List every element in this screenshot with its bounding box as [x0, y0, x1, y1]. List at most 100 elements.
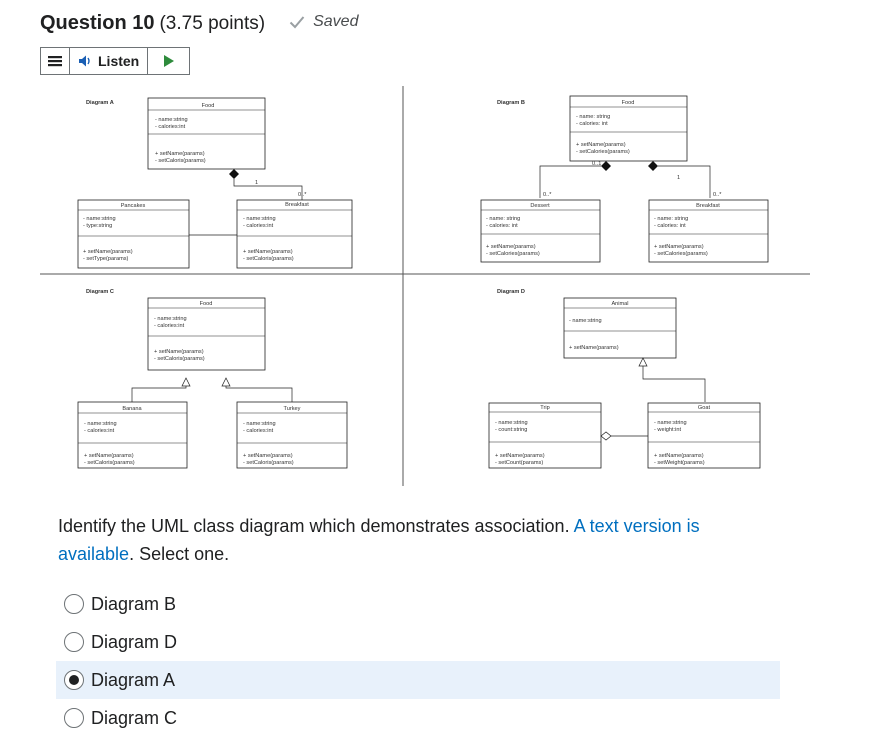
option-diagram-d[interactable]: Diagram D: [56, 623, 780, 661]
operation: + setName(params): [486, 244, 536, 250]
question-header: Question 10 (3.75 points) Saved: [40, 12, 358, 35]
diagram-b-label: Diagram B: [497, 100, 525, 106]
operation: - setCaloris(params): [155, 158, 206, 164]
operation: + setName(params): [83, 249, 133, 255]
class-name: Pancakes: [121, 203, 146, 209]
play-button[interactable]: [148, 48, 189, 74]
diagram-d: Diagram D Animal - name:string + setName…: [488, 289, 761, 469]
class-name: Banana: [122, 406, 142, 412]
radio-button[interactable]: [64, 594, 84, 614]
diagram-c: Diagram C Food - name:string - calories:…: [77, 289, 348, 469]
diagram-d-label: Diagram D: [497, 289, 525, 295]
operation: - setCaloris(params): [84, 460, 135, 466]
attribute: - type:string: [83, 223, 112, 229]
answer-options: Diagram B Diagram D Diagram A Diagram C: [56, 585, 780, 737]
attribute: - name:string: [569, 318, 602, 324]
option-label[interactable]: Diagram C: [91, 707, 178, 728]
question-points: (3.75 points): [159, 13, 266, 34]
question-prompt: Identify the UML class diagram which dem…: [58, 512, 778, 568]
attribute: - calories:int: [243, 223, 274, 229]
operation: - setWeight(params): [654, 460, 705, 466]
attribute: - weight:int: [654, 427, 681, 433]
operation: + setName(params): [654, 453, 704, 459]
attribute: - calories: int: [654, 223, 686, 229]
operation: + setName(params): [155, 151, 205, 157]
attribute: - calories: int: [576, 121, 608, 127]
attribute: - name: string: [486, 216, 520, 222]
multiplicity: 1: [677, 175, 680, 181]
class-name: Dessert: [530, 203, 550, 209]
diagram-a-label: Diagram A: [86, 100, 114, 106]
class-name: Food: [200, 301, 213, 307]
option-label[interactable]: Diagram D: [91, 631, 178, 652]
listen-toolbar: Listen: [40, 47, 190, 75]
operation: + setName(params): [654, 244, 704, 250]
operation: - setCaloris(params): [154, 356, 205, 362]
attribute: - calories:int: [155, 124, 186, 130]
option-label[interactable]: Diagram A: [91, 669, 176, 690]
attribute: - name: string: [576, 114, 610, 120]
operation: + setName(params): [243, 453, 293, 459]
option-diagram-b[interactable]: Diagram B: [56, 585, 780, 623]
diagram-a: Diagram A Food - name:string - calories:…: [77, 97, 353, 269]
operation: + setName(params): [154, 349, 204, 355]
multiplicity: 1: [255, 180, 258, 186]
attribute: - name:string: [243, 216, 276, 222]
class-name: Breakfast: [285, 202, 309, 208]
play-icon: [163, 55, 174, 67]
option-diagram-a[interactable]: Diagram A: [56, 661, 780, 699]
attribute: - name:string: [83, 216, 116, 222]
class-name: Turkey: [284, 406, 301, 412]
class-name: Trip: [540, 405, 549, 411]
attribute: - name:string: [654, 420, 687, 426]
multiplicity: 0..*: [298, 192, 307, 198]
operation: + setName(params): [495, 453, 545, 459]
attribute: - calories:int: [84, 428, 115, 434]
question-title: Question 10: [40, 12, 155, 34]
option-label[interactable]: Diagram B: [91, 593, 177, 614]
multiplicity: 0..1: [592, 161, 601, 167]
class-name: Goat: [698, 405, 711, 411]
radio-button-checked[interactable]: [64, 670, 84, 690]
operation: - setCalories(params): [654, 251, 708, 257]
attribute: - name:string: [84, 421, 117, 427]
operation: + setName(params): [243, 249, 293, 255]
prompt-text: Identify the UML class diagram which dem…: [58, 516, 574, 536]
listen-label: Listen: [98, 53, 140, 69]
saved-status: Saved: [289, 13, 358, 31]
text-version-link[interactable]: A text version is available: [58, 516, 700, 564]
operation: - setCaloris(params): [243, 256, 294, 262]
operation: - setType(params): [83, 256, 129, 262]
attribute: - name:string: [155, 117, 188, 123]
operation: + setName(params): [84, 453, 134, 459]
multiplicity: 0..*: [713, 192, 722, 198]
operation: + setName(params): [576, 142, 626, 148]
attribute: - calories:int: [154, 323, 185, 329]
checkmark-icon: [289, 16, 305, 29]
operation: - setCalories(params): [486, 251, 540, 257]
listen-menu-button[interactable]: [41, 48, 70, 74]
class-name: Breakfast: [696, 203, 720, 209]
diagram-c-label: Diagram C: [86, 289, 114, 295]
attribute: - calories: int: [486, 223, 518, 229]
radio-button[interactable]: [64, 632, 84, 652]
operation: - setCaloris(params): [243, 460, 294, 466]
attribute: - name:string: [154, 316, 187, 322]
saved-text: Saved: [313, 13, 359, 30]
listen-button[interactable]: Listen: [70, 48, 149, 74]
operation: + setName(params): [569, 345, 619, 351]
attribute: - calories:int: [243, 428, 274, 434]
prompt-suffix: . Select one.: [129, 544, 230, 564]
uml-diagrams-figure: Diagram A Food - name:string - calories:…: [40, 86, 810, 486]
class-name: Food: [622, 100, 635, 106]
class-name: Animal: [611, 301, 628, 307]
operation: - setCalories(params): [576, 149, 630, 155]
attribute: - name: string: [654, 216, 688, 222]
attribute: - count:string: [495, 427, 527, 433]
attribute: - name:string: [243, 421, 276, 427]
menu-icon: [48, 56, 62, 67]
radio-button[interactable]: [64, 708, 84, 728]
option-diagram-c[interactable]: Diagram C: [56, 699, 780, 737]
operation: - setCount(params): [495, 460, 543, 466]
diagram-b: Diagram B Food - name: string - calories…: [480, 95, 769, 263]
